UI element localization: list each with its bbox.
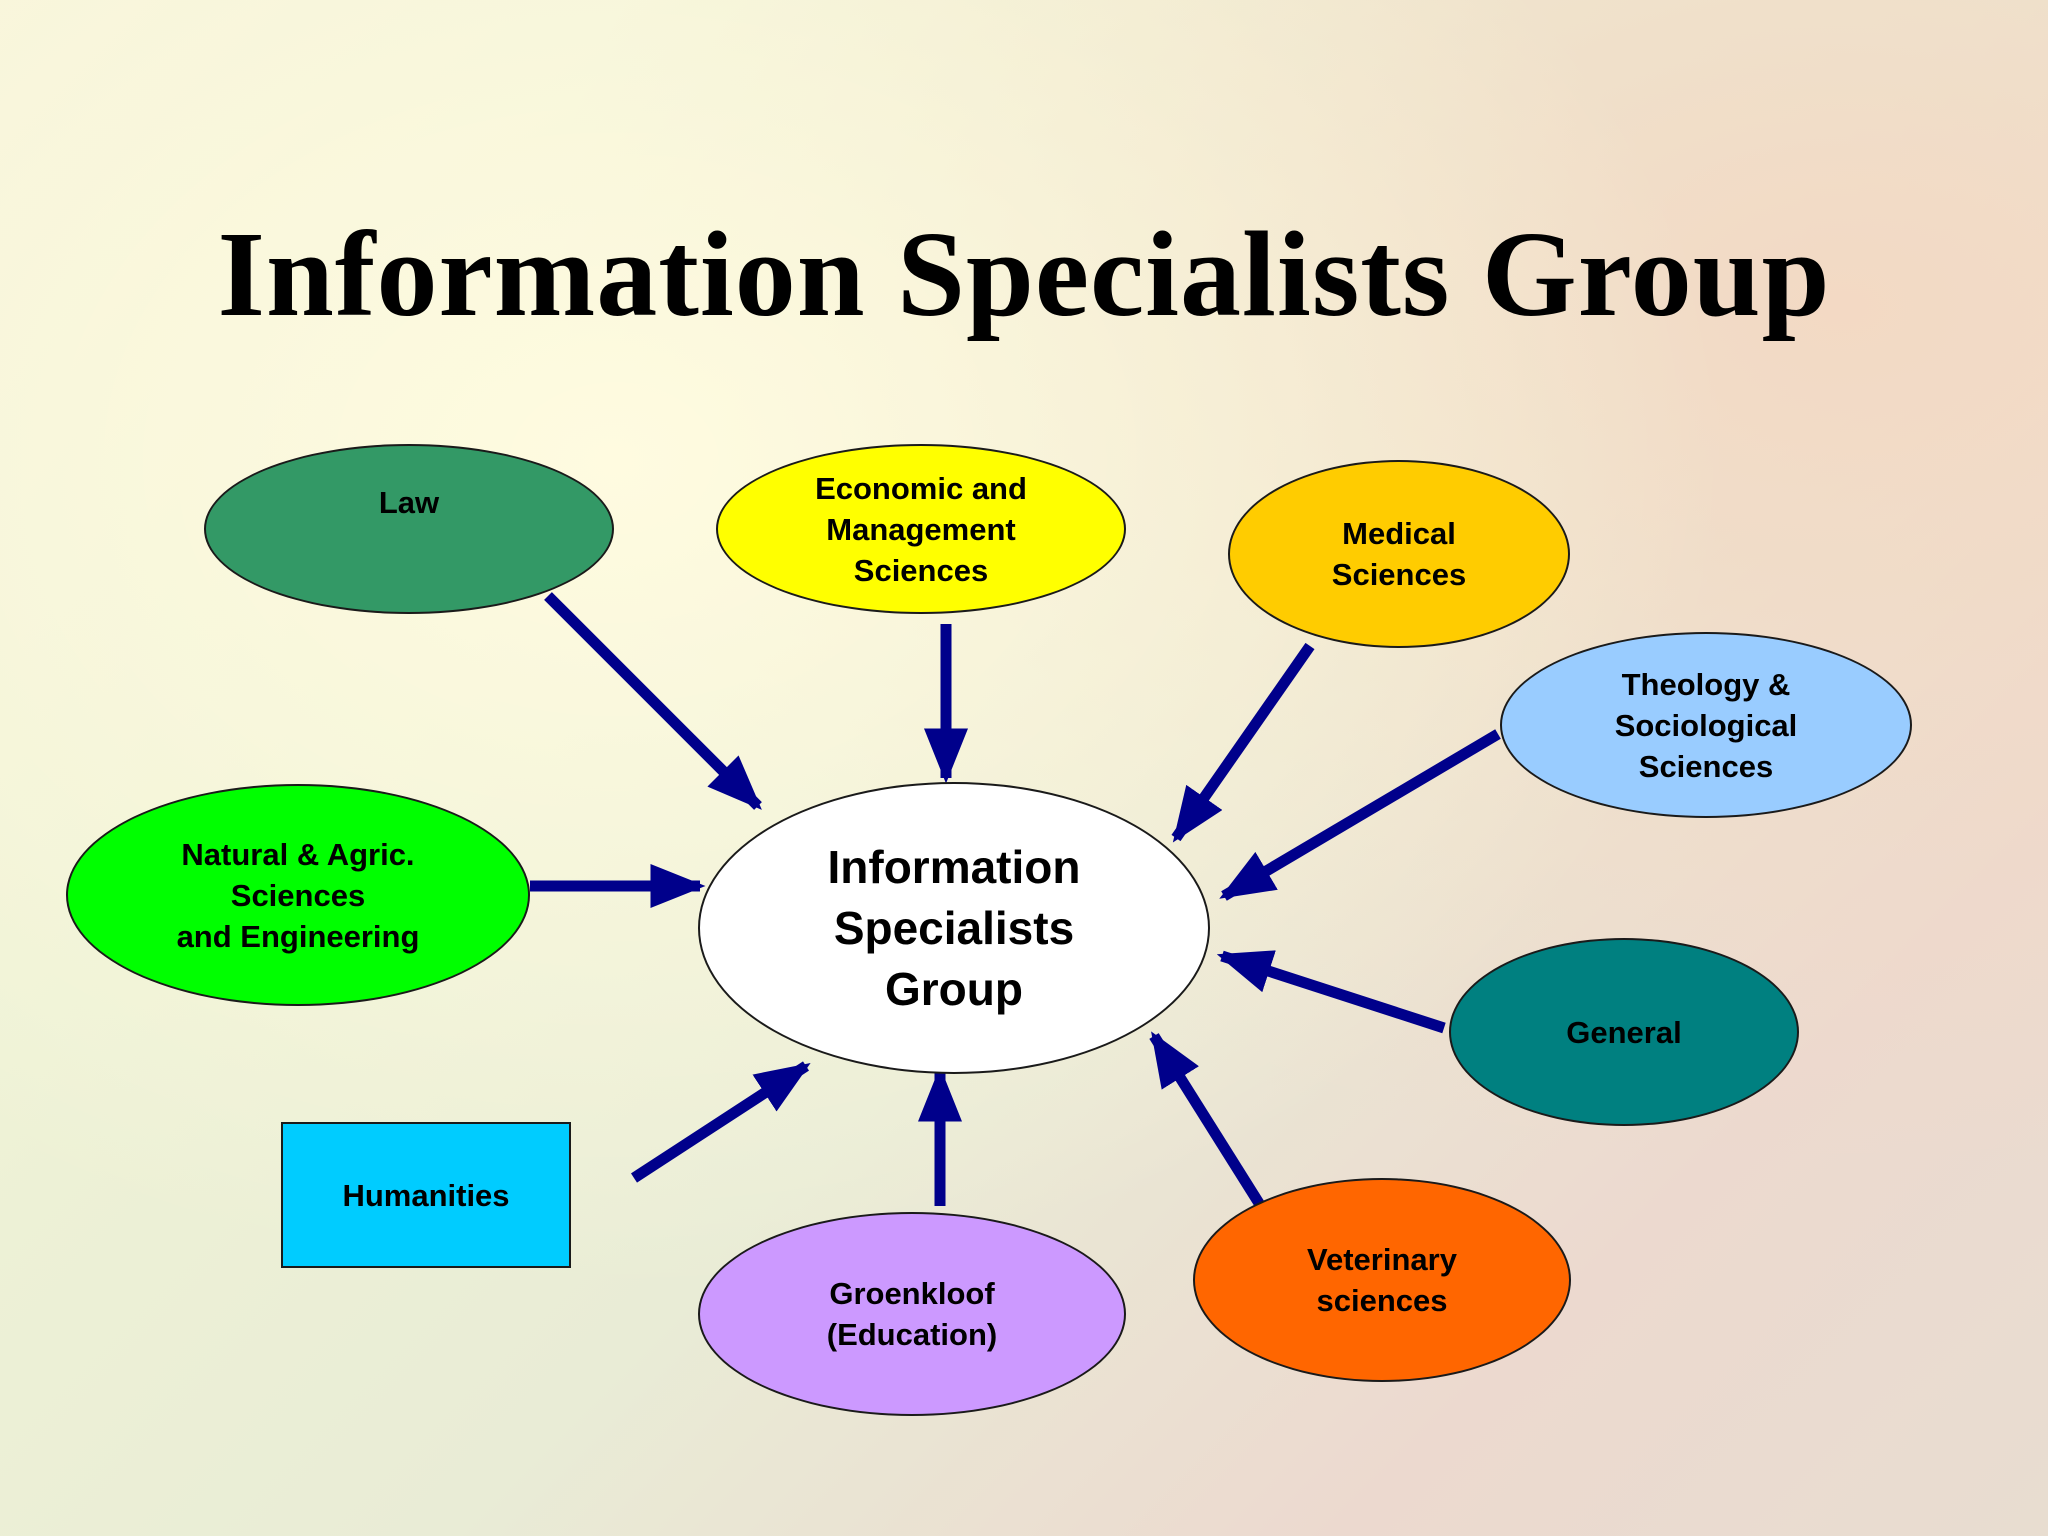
node-groenkloof-education: Groenkloof (Education): [698, 1212, 1126, 1416]
arrow-veterinary: [1149, 1031, 1267, 1211]
arrow-law: [544, 592, 762, 810]
arrow-humanities: [630, 1061, 811, 1183]
node-general: General: [1449, 938, 1799, 1126]
node-natural-agric-engineering: Natural & Agric. Sciences and Engineerin…: [66, 784, 530, 1006]
node-medical-sciences: Medical Sciences: [1228, 460, 1570, 648]
arrow-general: [1216, 950, 1446, 1034]
node-theology-sociological-sciences: Theology & Sociological Sciences: [1500, 632, 1912, 818]
arrow-theology: [1219, 729, 1501, 901]
node-veterinary-sciences: Veterinary sciences: [1193, 1178, 1571, 1382]
node-law: Law: [204, 444, 614, 614]
node-economic-management-sciences: Economic and Management Sciences: [716, 444, 1126, 614]
arrow-medical: [1171, 642, 1315, 843]
node-center-information-specialists-group: Information Specialists Group: [698, 782, 1210, 1074]
node-humanities: Humanities: [281, 1122, 571, 1268]
slide-title: Information Specialists Group: [217, 207, 1831, 342]
